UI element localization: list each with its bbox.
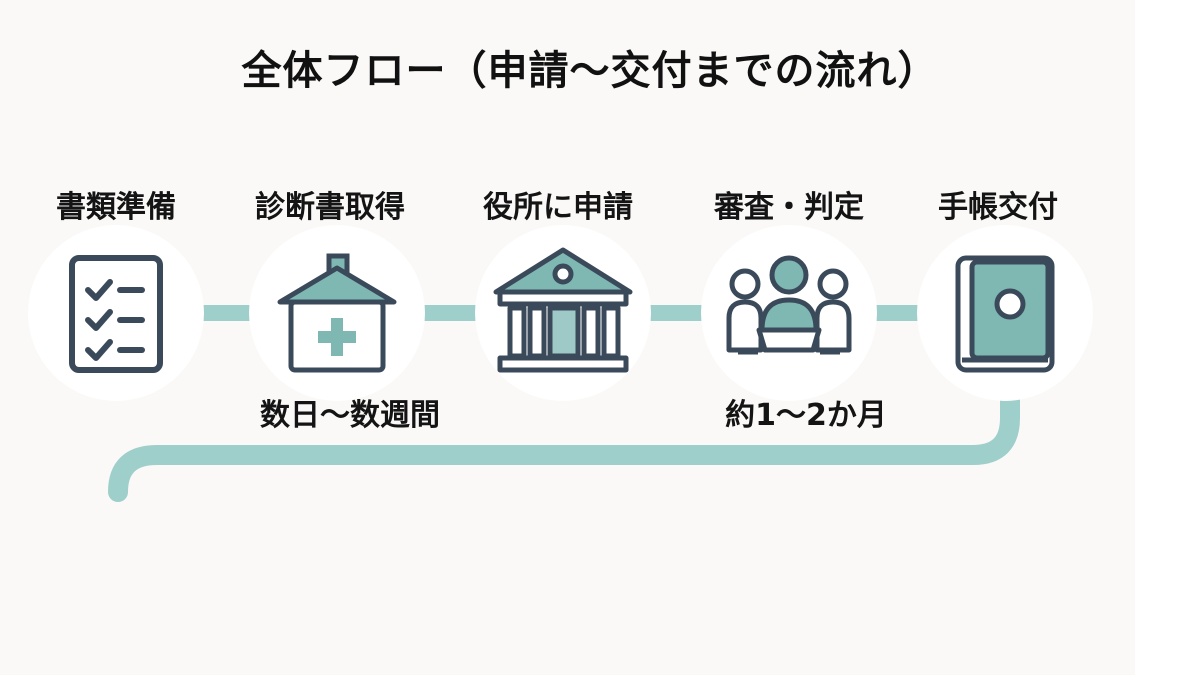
return-connector — [108, 385, 1020, 502]
step-label-review: 審査・判定 — [714, 190, 864, 225]
step-label-apply: 役所に申請 — [483, 190, 633, 225]
step-label-documents: 書類準備 — [56, 190, 176, 225]
step-4-node — [701, 225, 877, 401]
step-1-circle — [28, 225, 204, 401]
duration-label-1: 数日〜数週間 — [260, 398, 440, 433]
meeting-icon — [726, 255, 852, 355]
city-hall-icon — [493, 247, 633, 373]
step-5-node — [917, 225, 1093, 401]
checklist-icon — [69, 255, 163, 373]
step-3-node — [475, 225, 651, 401]
step-2-node — [249, 225, 425, 401]
step-label-certificate: 診断書取得 — [255, 190, 405, 225]
duration-label-2: 約1〜2か月 — [725, 398, 887, 433]
step-1-node — [28, 225, 204, 401]
diagram-title: 全体フロー（申請〜交付までの流れ） — [241, 48, 939, 94]
step-label-issue: 手帳交付 — [938, 190, 1058, 225]
notebook-icon — [955, 255, 1055, 373]
clinic-icon — [277, 253, 397, 373]
